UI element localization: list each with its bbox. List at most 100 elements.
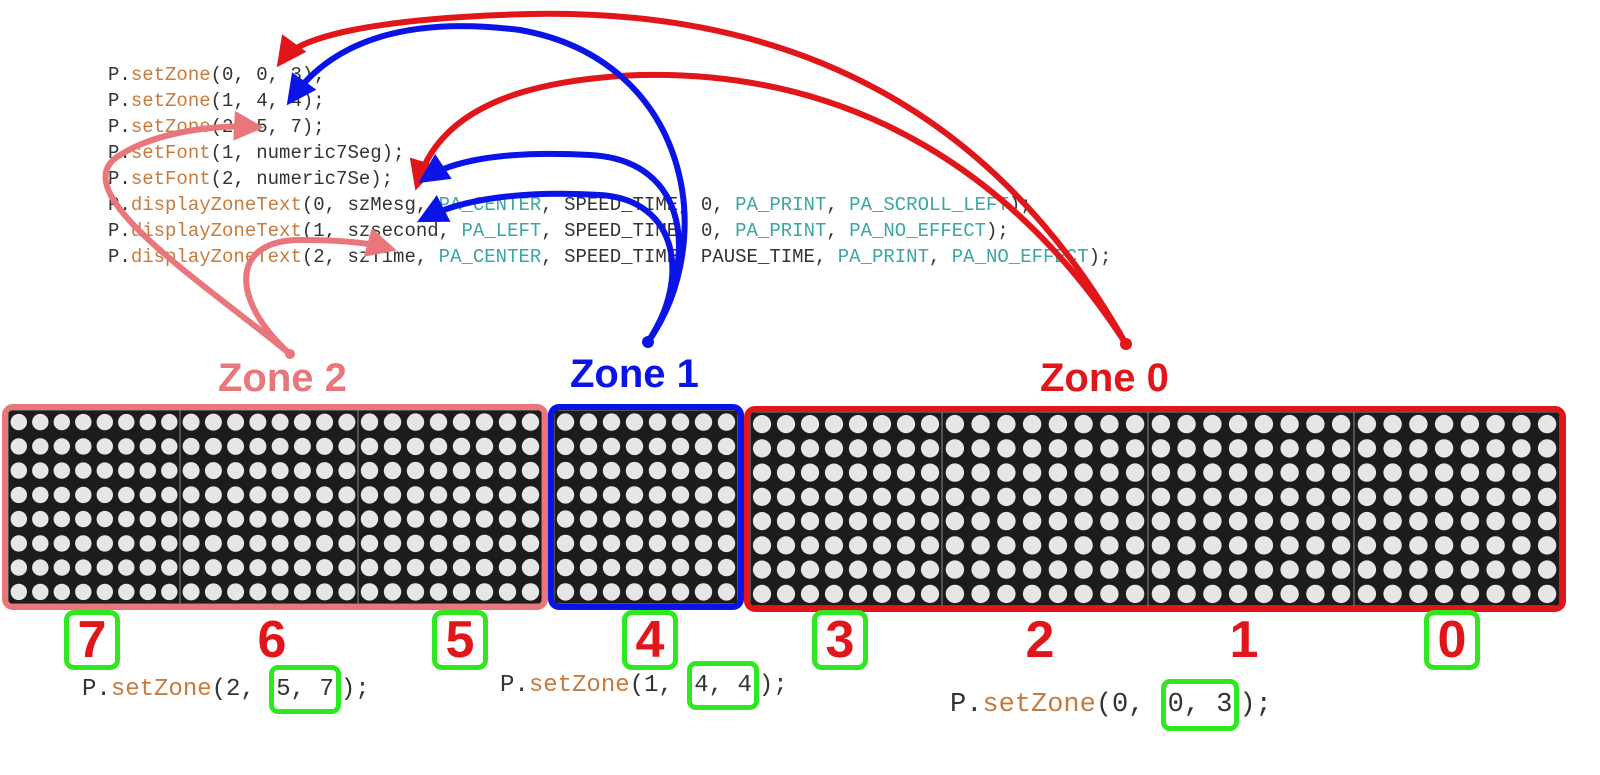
- led-dot: [182, 437, 200, 455]
- setzone-call-zone-1: P.setZone(1, 4, 4);: [500, 661, 788, 710]
- led-dot: [1203, 487, 1222, 507]
- led-dot: [648, 534, 667, 553]
- led-dot: [648, 413, 667, 431]
- led-dot: [945, 560, 965, 579]
- led-dot: [383, 558, 402, 577]
- led-dot: [1048, 584, 1068, 604]
- led-dot: [338, 510, 356, 528]
- led-dot: [694, 437, 713, 456]
- led-dot: [896, 560, 916, 579]
- zone-2-label: Zone 2: [218, 356, 347, 400]
- led-dot: [1203, 584, 1222, 604]
- led-dot: [648, 461, 667, 480]
- led-dot: [717, 534, 736, 553]
- led-dot: [896, 584, 916, 604]
- led-dot: [1357, 487, 1377, 507]
- led-dot: [227, 413, 245, 431]
- led-dot: [1203, 414, 1222, 434]
- led-dot: [1280, 511, 1299, 531]
- led-dot: [182, 510, 200, 528]
- led-dot: [694, 461, 713, 480]
- led-dot: [752, 584, 772, 604]
- led-dot: [1048, 439, 1068, 458]
- led-dot: [1074, 584, 1093, 604]
- led-dot: [602, 486, 621, 504]
- led-dot: [1151, 584, 1171, 604]
- led-dot: [1074, 463, 1093, 482]
- led-dot: [429, 437, 448, 456]
- led-dot: [139, 438, 156, 455]
- led-dot: [579, 510, 598, 528]
- led-dot: [293, 534, 311, 552]
- led-dot: [717, 413, 736, 431]
- led-dot: [204, 462, 222, 480]
- led-dot: [360, 437, 379, 456]
- led-dot: [1331, 463, 1351, 482]
- led-dot: [648, 486, 667, 504]
- led-dot: [1383, 560, 1402, 579]
- led-dot: [997, 536, 1016, 555]
- led-dot: [1254, 511, 1274, 531]
- led-dot: [1383, 487, 1402, 507]
- led-dot: [717, 461, 736, 480]
- led-dot: [1254, 414, 1274, 434]
- led-dot: [161, 486, 178, 504]
- led-dot: [338, 486, 356, 504]
- led-dot: [602, 510, 621, 528]
- led-dot: [1203, 511, 1222, 531]
- led-dot: [32, 486, 49, 504]
- led-dot: [1177, 439, 1196, 458]
- led-dot: [271, 559, 289, 577]
- led-dot: [1074, 414, 1093, 434]
- led-dot: [1254, 536, 1274, 555]
- led-dot: [360, 558, 379, 577]
- setzone-call-zone-0: P.setZone(0, 0, 3);: [950, 679, 1272, 731]
- led-dot: [920, 487, 940, 506]
- led-dot: [316, 559, 334, 577]
- led-dot: [1022, 463, 1042, 482]
- setzone-range-highlight: 5, 7: [269, 665, 341, 714]
- led-dot: [971, 511, 990, 531]
- led-dot: [1460, 584, 1480, 604]
- led-dot: [1512, 584, 1531, 604]
- led-dot: [920, 415, 940, 434]
- led-module-5: [357, 409, 543, 605]
- led-dot: [1537, 487, 1557, 507]
- led-dot: [1537, 414, 1557, 434]
- led-dot: [1409, 463, 1428, 482]
- led-dot: [118, 462, 135, 479]
- led-dot: [1280, 536, 1299, 555]
- led-dot: [360, 534, 379, 553]
- led-dot: [204, 437, 222, 455]
- led-dot: [945, 487, 965, 507]
- led-dot: [776, 439, 796, 458]
- led-dot: [1280, 439, 1299, 458]
- led-dot: [1409, 536, 1428, 555]
- led-dot: [1228, 439, 1248, 458]
- led-dot: [452, 558, 471, 577]
- led-dot: [1331, 536, 1351, 555]
- led-dot: [1460, 439, 1480, 458]
- module-number-3: 3: [812, 610, 868, 670]
- led-dot: [53, 486, 70, 504]
- led-dot: [271, 462, 289, 480]
- zone-1-arrow-display: [416, 190, 676, 344]
- led-dot: [1434, 536, 1454, 555]
- led-dot: [1306, 584, 1325, 604]
- led-dot: [1537, 511, 1557, 531]
- led-dot: [249, 486, 267, 504]
- led-dot: [271, 413, 289, 431]
- led-dot: [452, 583, 471, 601]
- led-dot: [1331, 560, 1351, 579]
- led-dot: [896, 487, 916, 506]
- led-dot: [32, 559, 49, 576]
- led-dot: [1331, 584, 1351, 604]
- led-dot: [920, 536, 940, 555]
- led-dot: [227, 437, 245, 455]
- led-dot: [997, 487, 1016, 507]
- led-dot: [1512, 439, 1531, 458]
- led-dot: [556, 510, 575, 528]
- led-dot: [1254, 560, 1274, 579]
- led-dot: [1280, 414, 1299, 434]
- led-dot: [429, 413, 448, 431]
